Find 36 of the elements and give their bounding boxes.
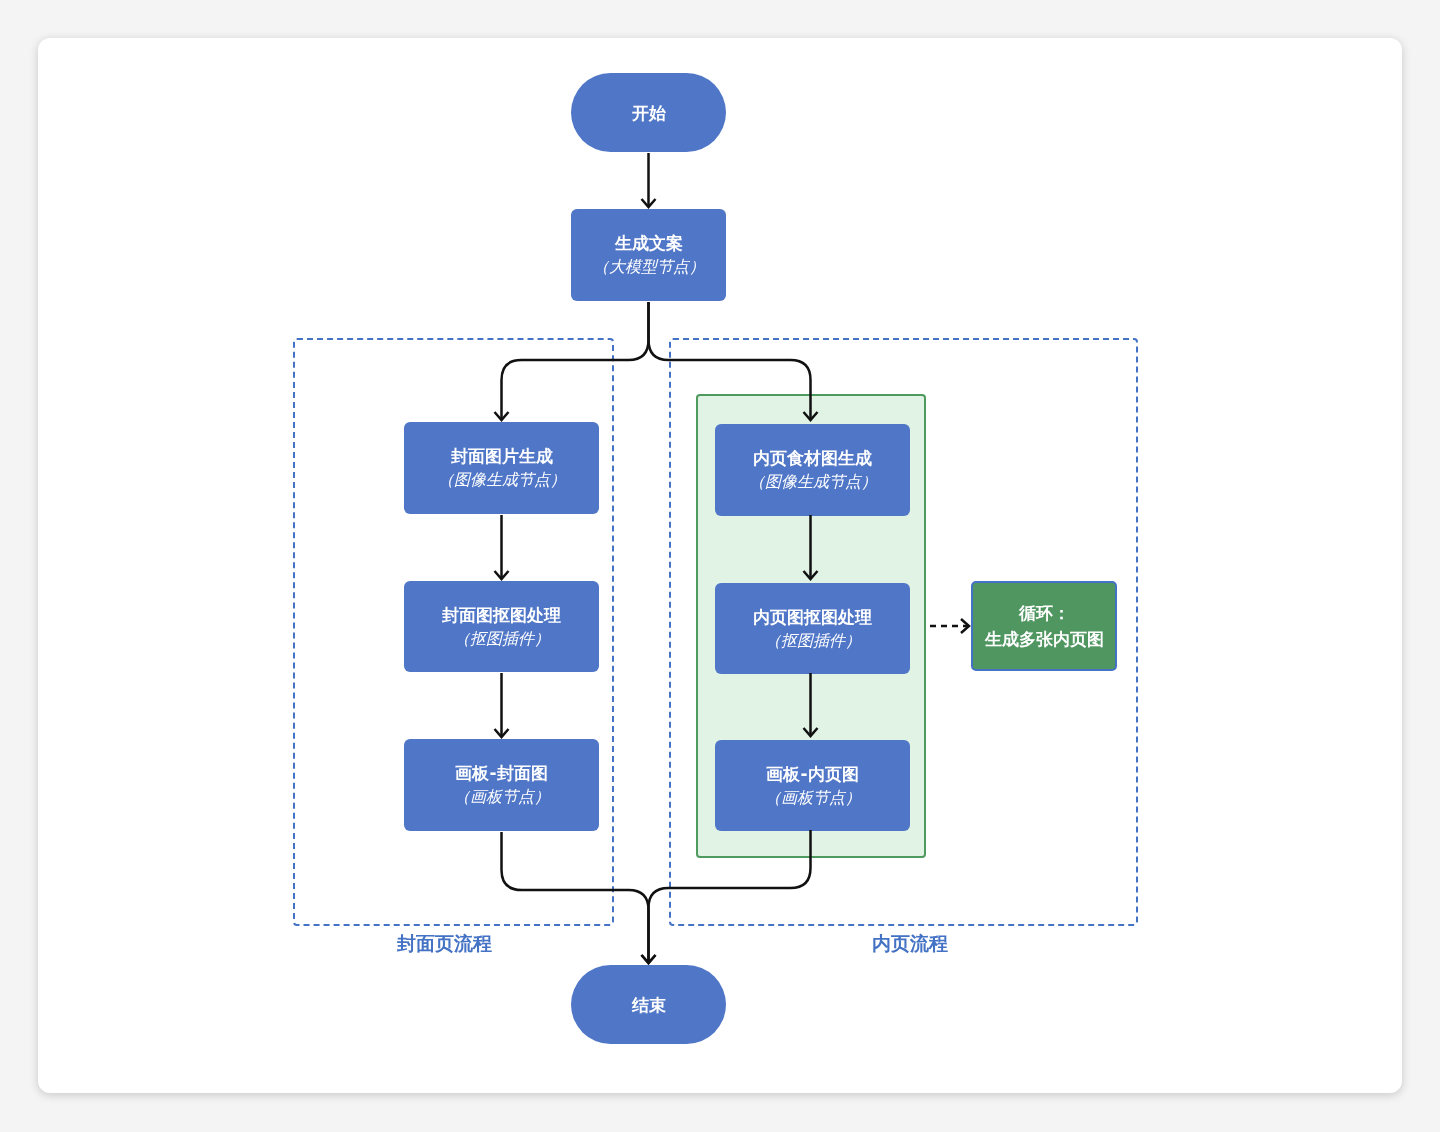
arrow xyxy=(930,617,971,635)
node-subtitle: （画板节点） xyxy=(453,786,550,808)
process-box xyxy=(404,739,599,831)
node-title: 画板-内页图 xyxy=(766,762,859,786)
arrow xyxy=(640,153,657,209)
process-box xyxy=(715,583,910,674)
node-subtitle: （大模型节点） xyxy=(592,256,705,278)
node-title: 封面图片生成 xyxy=(450,445,553,468)
process-box xyxy=(404,581,599,672)
group-label: 内页流程 xyxy=(872,931,948,956)
node-title: 结束 xyxy=(631,993,666,1017)
node-subtitle: （图像生成节点） xyxy=(437,469,566,491)
node-title: 封面图抠图处理 xyxy=(442,603,561,627)
arrow xyxy=(640,830,812,965)
process-box xyxy=(404,422,599,514)
arrow xyxy=(493,673,510,739)
loop-box xyxy=(971,581,1117,671)
node-subtitle: （抠图插件） xyxy=(764,629,861,652)
node-title: 内页食材图生成 xyxy=(753,447,872,470)
process-box xyxy=(571,209,726,301)
node-title: 画板-封面图 xyxy=(455,762,548,785)
node-title: 开始 xyxy=(631,101,666,125)
loop-panel xyxy=(696,394,926,858)
node-title: 内页图抠图处理 xyxy=(753,605,872,629)
group-label: 封面页流程 xyxy=(396,931,492,956)
process-box xyxy=(715,740,910,831)
node-subtitle: （图像生成节点） xyxy=(748,471,877,493)
loop-label: 循环：生成多张内页图 xyxy=(983,602,1105,651)
node-title: 生成文案 xyxy=(614,232,683,255)
arrow xyxy=(493,515,510,581)
node-subtitle: （抠图插件） xyxy=(453,627,550,650)
arrow xyxy=(647,302,819,422)
arrow xyxy=(802,515,819,581)
node-subtitle: （画板节点） xyxy=(764,786,861,809)
process-box xyxy=(715,424,910,516)
arrow xyxy=(802,673,819,738)
